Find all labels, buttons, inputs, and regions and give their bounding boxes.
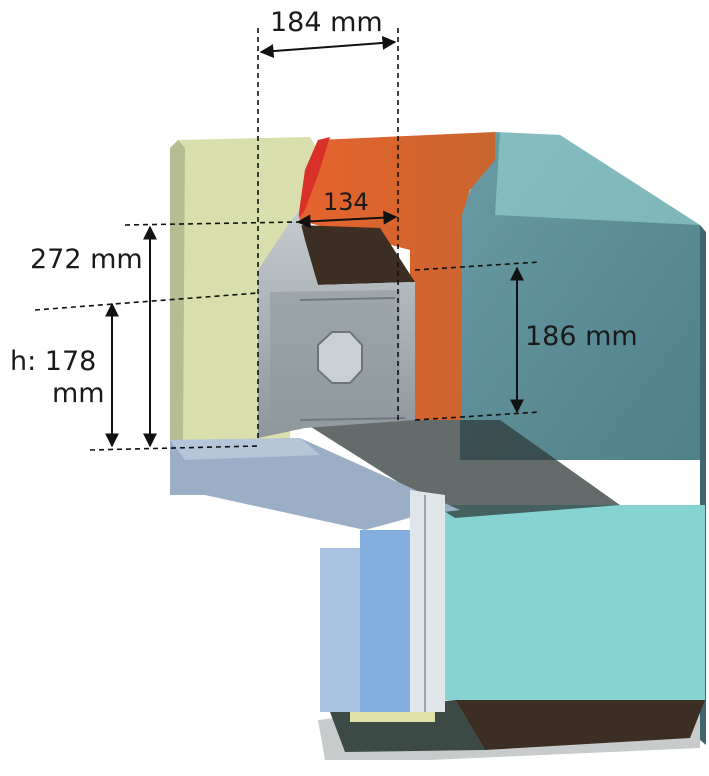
- dim-134-arrow: [296, 210, 398, 229]
- label-top-width: 184 mm: [270, 7, 383, 38]
- window-frame: [170, 438, 460, 722]
- label-h-unit: mm: [52, 378, 105, 409]
- label-opening-height: 186 mm: [525, 321, 638, 352]
- label-inner-width: 134: [323, 188, 369, 216]
- dim-184-arrow: [259, 35, 397, 59]
- label-total-height: 272 mm: [30, 244, 143, 275]
- wall-slab: [445, 132, 706, 745]
- label-h-value: h: 178: [10, 346, 96, 377]
- dimension-lines: [34, 28, 541, 451]
- shutter-box: [258, 212, 415, 438]
- lintel: [298, 132, 495, 420]
- roller-octagon: [317, 331, 363, 384]
